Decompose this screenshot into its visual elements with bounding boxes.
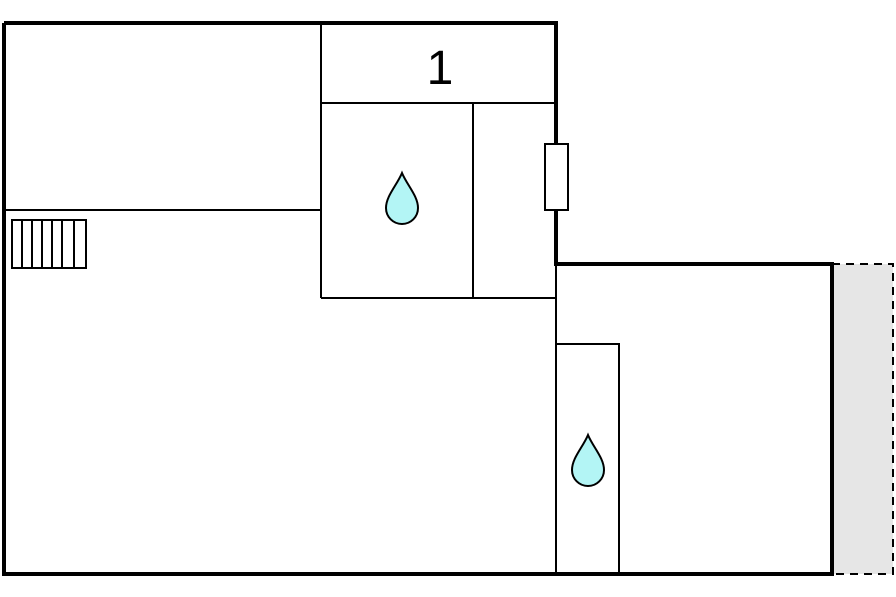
window [544, 143, 569, 211]
terrace-area [831, 263, 894, 575]
room-label: 1 [427, 42, 454, 95]
stairs-icon [11, 219, 87, 269]
water-drop-icon [384, 170, 420, 225]
shower-room [555, 343, 620, 575]
water-drop-icon [570, 432, 606, 487]
outer-wall [2, 21, 834, 576]
